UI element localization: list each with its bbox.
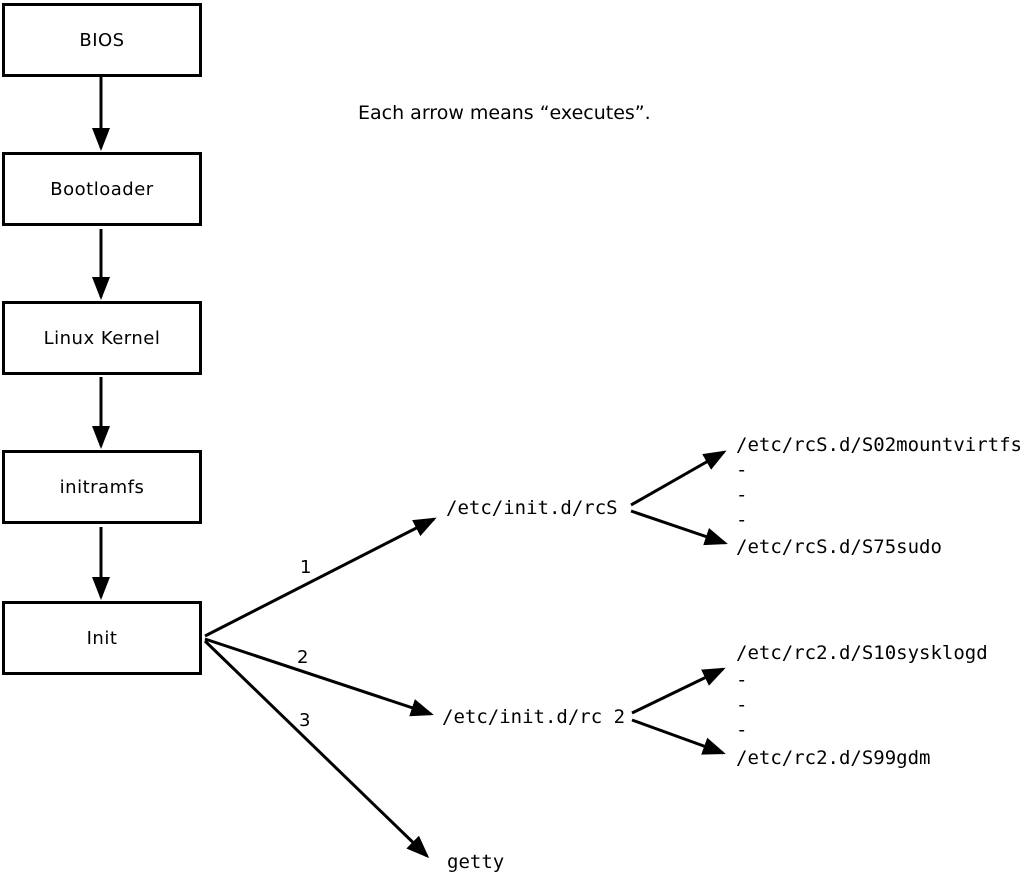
caption: Each arrow means “executes”. [358,102,651,124]
target-etc-init-d-rc2: /etc/init.d/rc 2 [442,706,626,728]
box-init: Init [2,601,202,675]
arrow-init-to-rcs [204,517,437,638]
rc2-script-s99gdm: /etc/rc2.d/S99gdm [736,747,931,769]
box-linux-kernel: Linux Kernel [2,301,202,375]
rcs-script-s02mountvirtfs: /etc/rcS.d/S02mountvirtfs [736,434,1022,456]
branch-number-1: 1 [300,557,312,578]
target-getty: getty [447,851,505,873]
arrow-init-to-rc2 [204,637,434,717]
arrow-rc2-to-s10sysklogd [631,667,726,715]
rcs-script-dash: - [736,459,748,481]
arrow-rcs-to-s75sudo [630,509,728,546]
rcs-script-dash: - [736,509,748,531]
box-initramfs: initramfs [2,450,202,524]
arrow-init-to-getty [203,639,430,859]
rcs-script-dash: - [736,484,748,506]
box-init-label: Init [86,627,118,649]
rc2-script-s10sysklogd: /etc/rc2.d/S10sysklogd [736,642,988,664]
branch-number-3: 3 [299,710,311,731]
arrow-rc2-to-s99gdm [631,718,726,755]
arrow-rcs-to-s02mountvirtfs [630,450,727,507]
rc2-script-dash: - [736,719,748,741]
target-etc-init-d-rcs: /etc/init.d/rcS [446,497,618,519]
branch-number-2: 2 [297,647,309,668]
box-bios-label: BIOS [79,29,125,51]
box-linux-kernel-label: Linux Kernel [43,327,161,349]
box-bootloader: Bootloader [2,152,202,226]
rc2-script-dash: - [736,669,748,691]
rcs-script-s75sudo: /etc/rcS.d/S75sudo [736,536,942,558]
box-bootloader-label: Bootloader [50,178,154,200]
box-initramfs-label: initramfs [59,476,145,498]
rc2-script-dash: - [736,694,748,716]
box-bios: BIOS [2,3,202,77]
